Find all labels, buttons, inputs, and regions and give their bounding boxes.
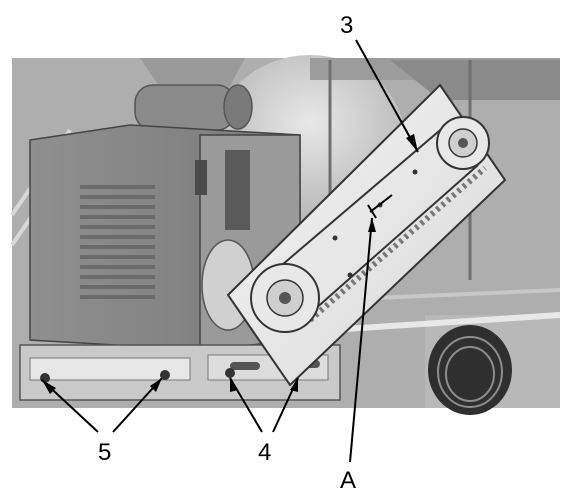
arrowheads: [42, 134, 418, 394]
callout-label-4: 4: [258, 439, 271, 466]
leader-line-A: [349, 217, 373, 463]
belt-lower-run: [304, 164, 479, 319]
leader-line-3: [355, 39, 419, 153]
mount-bolt-left-2: [160, 370, 170, 380]
mount-bolt-right-1: [225, 368, 235, 378]
callout-label-3: 3: [340, 12, 353, 39]
belt-guard: [226, 83, 507, 387]
belt-upper-run: [261, 119, 453, 283]
callout-label-A: A: [340, 467, 356, 494]
deflection-gauge: [369, 194, 393, 213]
callout-label-5: 5: [98, 439, 111, 466]
